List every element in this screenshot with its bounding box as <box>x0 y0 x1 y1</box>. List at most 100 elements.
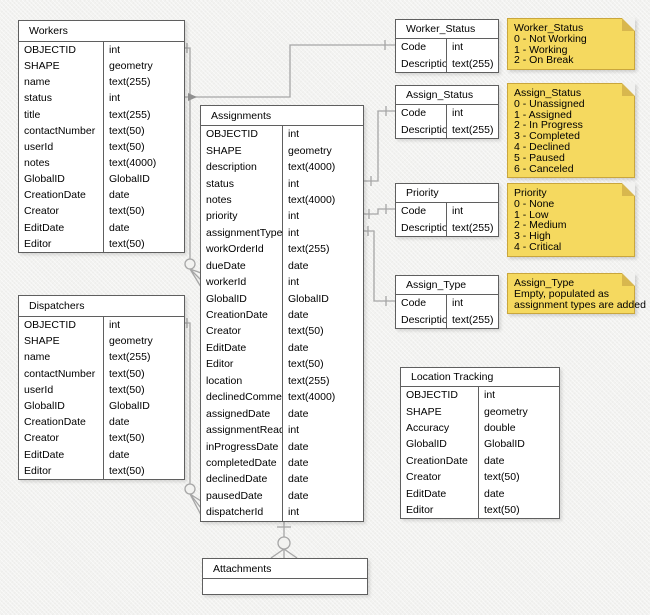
field-type-cell: text(255) <box>103 349 184 366</box>
relation-assignments-attachments[interactable] <box>270 519 298 559</box>
table-title: Worker_Status <box>396 20 498 39</box>
relation-assignments-assign-status[interactable] <box>362 106 395 186</box>
table-worker-status[interactable]: Worker_Status CodeintDescriptiontext(255… <box>395 19 499 73</box>
relation-workers-assignments[interactable] <box>183 43 202 288</box>
field-type-cell: date <box>282 438 363 455</box>
table-rows: CodeintDescriptiontext(255) <box>396 105 498 138</box>
field-type-cell: int <box>282 224 363 242</box>
field-type-cell: text(255) <box>446 55 498 72</box>
field-name-cell: EditDate <box>406 487 447 500</box>
field-name-cell: GlobalID <box>24 173 65 186</box>
note-line: 2 - Medium <box>514 219 567 232</box>
field-name-cell: dispatcherId <box>206 506 264 519</box>
field-type-cell: text(255) <box>446 219 498 236</box>
field-name-cell: status <box>206 177 235 190</box>
field-name-cell: contactNumber <box>24 124 96 137</box>
table-row: Descriptiontext(255) <box>396 219 498 236</box>
field-type-cell: int <box>282 175 363 192</box>
field-name-cell: inProgressDate <box>206 440 279 453</box>
table-assign-status[interactable]: Assign_Status CodeintDescriptiontext(255… <box>395 85 499 139</box>
table-rows: CodeintDescriptiontext(255) <box>396 39 498 72</box>
field-type-cell: text(50) <box>103 203 184 220</box>
field-type-cell: text(50) <box>478 501 559 519</box>
relation-assignments-priority[interactable] <box>362 204 395 219</box>
table-row: declinedCommenttext(4000) <box>201 389 363 406</box>
note-line: Empty, populated as <box>514 287 609 300</box>
field-name-cell: Code <box>401 297 427 310</box>
field-type-cell: date <box>282 471 363 488</box>
table-priority[interactable]: Priority CodeintDescriptiontext(255) <box>395 183 499 237</box>
field-name-cell: Code <box>401 205 427 218</box>
field-type-cell: int <box>446 39 498 56</box>
relation-assignments-assign-type[interactable] <box>362 226 395 306</box>
field-type-cell: int <box>103 317 184 334</box>
relation-dispatchers-assignments[interactable] <box>183 318 202 516</box>
table-row: Descriptiontext(255) <box>396 311 498 328</box>
table-title: Assignments <box>201 106 363 126</box>
table-body-empty <box>203 579 367 594</box>
relation-workers-worker-status[interactable] <box>183 40 395 101</box>
table-title: Assign_Status <box>396 86 498 105</box>
field-name-cell: SHAPE <box>24 60 60 73</box>
field-type-cell: int <box>446 203 498 220</box>
field-type-cell: int <box>446 105 498 122</box>
note-line: 2 - On Break <box>514 54 574 67</box>
field-name-cell: OBJECTID <box>24 44 76 57</box>
table-title: Dispatchers <box>19 296 184 317</box>
field-type-cell: int <box>282 273 363 291</box>
field-type-cell: text(255) <box>103 74 184 91</box>
table-row: status int <box>201 175 363 192</box>
field-type-cell: GlobalID <box>282 290 363 307</box>
note-line: Worker_Status <box>514 22 584 34</box>
field-name-cell: notes <box>24 157 50 170</box>
field-type-cell: geometry <box>103 333 184 350</box>
field-name-cell: Creator <box>406 471 442 484</box>
field-name-cell: location <box>206 374 243 387</box>
note-line: 5 - Paused <box>514 151 565 164</box>
table-row: Descriptiontext(255) <box>396 121 498 138</box>
field-type-cell: text(50) <box>103 365 184 382</box>
field-name-cell: priority <box>206 210 238 223</box>
note-line: 4 - Declined <box>514 140 571 153</box>
field-name-cell: Editor <box>406 503 434 516</box>
note-line: 0 - Not Working <box>514 32 587 45</box>
table-attachments[interactable]: Attachments <box>202 558 368 595</box>
field-name-cell: assignmentRead <box>206 424 282 437</box>
field-type-cell: int <box>282 208 363 225</box>
field-name-cell: name <box>24 351 51 364</box>
field-type-cell: date <box>282 405 363 422</box>
table-title: Location Tracking <box>401 368 559 387</box>
note-line: Assign_Type <box>514 277 575 289</box>
table-assign-type[interactable]: Assign_Type CodeintDescriptiontext(255) <box>395 275 499 329</box>
field-type-cell: int <box>446 295 498 312</box>
